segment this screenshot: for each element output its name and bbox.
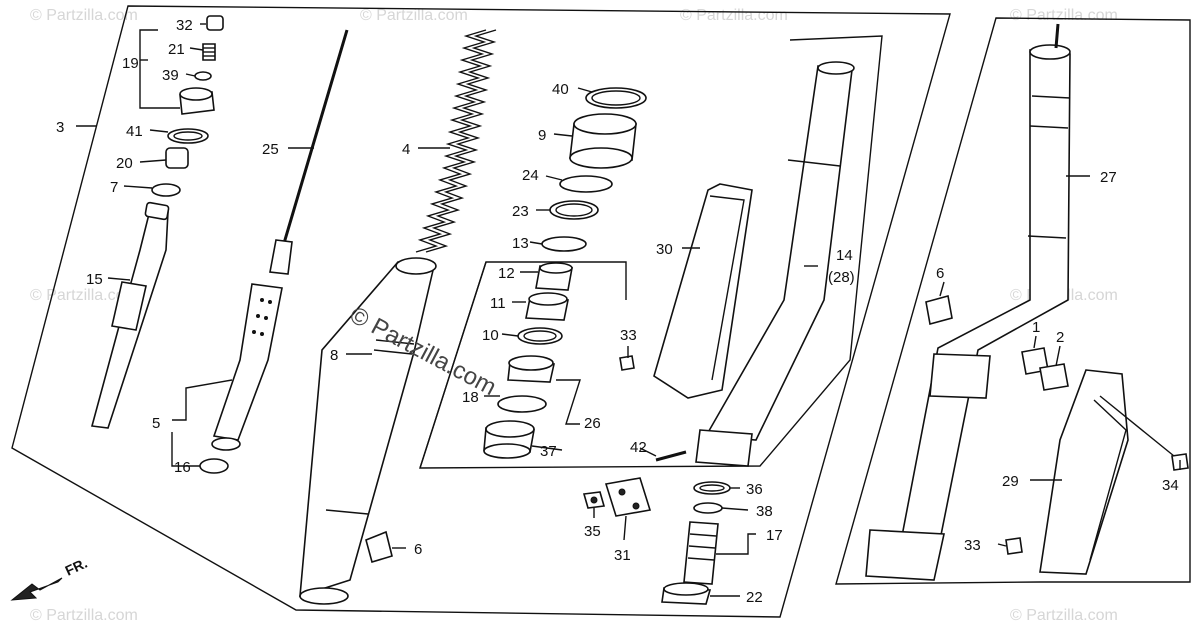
watermark-text: © Partzilla.com [30,607,138,624]
watermark-text: © Partzilla.com [30,7,138,24]
group-border-inner-left [419,261,487,469]
callout-13: 13 [512,235,529,252]
callout-28: (28) [828,269,855,286]
callout-29: 29 [1002,473,1019,490]
callout-26: 26 [584,415,601,432]
callout-7: 7 [110,179,118,196]
callout-19: 19 [122,55,139,72]
callout-33: 33 [620,327,637,344]
part-6-pad [925,294,953,326]
part-13-ring [541,236,587,252]
callout-37: 37 [540,443,557,460]
callout-18: 18 [462,389,479,406]
part-24-clip [559,175,613,193]
callout-23: 23 [512,203,529,220]
callout-22: 22 [746,589,763,606]
leader-lines [76,23,1181,597]
group-border-right [835,17,1191,585]
callout-6: 6 [936,265,944,282]
callout-31: 31 [614,547,631,564]
callout-labels: 32 21 19 39 3 41 20 7 15 25 5 16 4 8 6 4… [56,17,1179,606]
callout-15: 15 [86,271,103,288]
watermarks: © Partzilla.com © Partzilla.com © Partzi… [30,7,1118,624]
part-29-guard [1039,369,1129,575]
watermark-text: © Partzilla.com [30,287,138,304]
callout-32: 32 [176,17,193,34]
part-42-screw [655,450,687,462]
watermark-text: © Partzilla.com [1010,7,1118,24]
callout-39: 39 [162,67,179,84]
arrow-icon [10,577,63,601]
callout-33: 33 [964,537,981,554]
callout-27: 27 [1100,169,1117,186]
part-27-fork-assembly [901,49,1071,541]
watermark-text: © Partzilla.com [680,7,788,24]
callout-16: 16 [174,459,191,476]
part-2-bracket [1039,363,1069,391]
group-border-inner [419,35,883,469]
callout-24: 24 [522,167,539,184]
part-39-oring [194,71,212,81]
part-5-cartridge [212,283,283,441]
callout-35: 35 [584,523,601,540]
part-33-bolt [619,355,635,371]
callout-10: 10 [482,327,499,344]
part-7-washer [151,183,181,197]
callout-41: 41 [126,123,143,140]
part-38-oring [693,502,723,514]
callout-12: 12 [498,265,515,282]
watermark-text: © Partzilla.com [360,7,468,24]
callout-14: 14 [836,247,853,264]
part-20-spacer [165,147,189,169]
part-6-pad [365,530,393,564]
front-label: FR. [63,555,90,579]
callout-6: 6 [414,541,422,558]
part-31-clamp [604,477,652,517]
callout-25: 25 [262,141,279,158]
part-32-cap [206,15,224,31]
group-border-main [11,5,951,618]
callout-1: 1 [1032,319,1040,336]
part-17-base-valve [683,521,719,585]
part-33-bolt [1005,537,1023,555]
callout-11: 11 [490,295,506,312]
callout-34: 34 [1162,477,1179,494]
callout-21: 21 [168,41,185,58]
callout-30: 30 [656,241,673,258]
part-30-guard [653,183,753,399]
callout-5: 5 [152,415,160,432]
callout-4: 4 [402,141,410,158]
callout-9: 9 [538,127,546,144]
part-16-clip [199,458,229,474]
callout-2: 2 [1056,329,1064,346]
callout-3: 3 [56,119,64,136]
callout-38: 38 [756,503,773,520]
part-4-spring [425,29,497,253]
callout-42: 42 [630,439,647,456]
callout-17: 17 [766,527,783,544]
callout-20: 20 [116,155,133,172]
callout-40: 40 [552,81,569,98]
part-18-clip [497,395,547,413]
callout-36: 36 [746,481,763,498]
part-25-rod [280,29,349,251]
callout-8: 8 [330,347,338,364]
watermark-text: © Partzilla.com [1010,607,1118,624]
front-direction-arrow: FR. [10,555,90,601]
